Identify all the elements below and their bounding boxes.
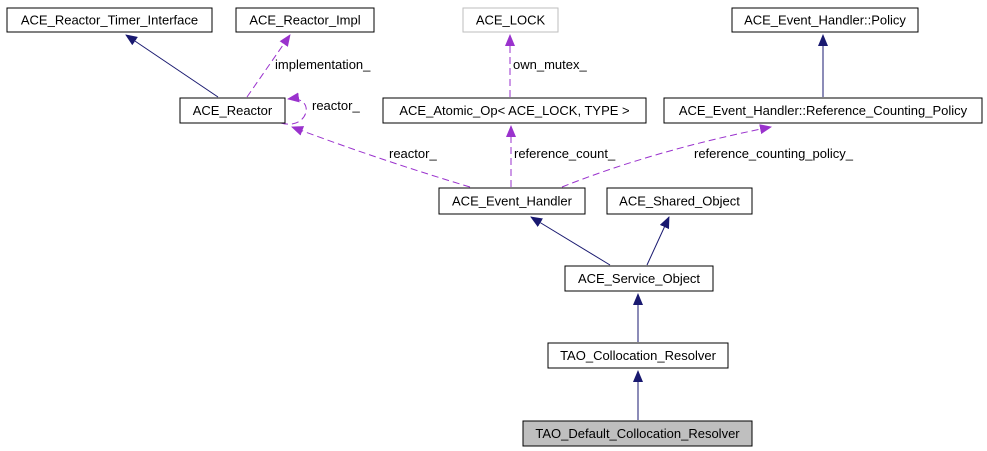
node-box[interactable] [663, 97, 983, 124]
node-ace-atomic-op[interactable]: ACE_Atomic_Op< ACE_LOCK, TYPE > [382, 97, 647, 124]
edge-reactor-to-reactorimpl [246, 34, 291, 98]
edge-label-reference-count: reference_count_ [514, 146, 616, 161]
node-label[interactable]: ACE_Event_Handler [452, 193, 573, 208]
edge-label-implementation: implementation_ [275, 57, 371, 72]
node-tao-default-collocation-resolver: TAO_Default_Collocation_Resolver [522, 420, 753, 447]
node-tao-collocation-resolver[interactable]: TAO_Collocation_Resolver [547, 342, 729, 369]
edge-serviceobject-to-sharedobject [646, 216, 670, 266]
node-label[interactable]: ACE_Reactor [193, 103, 273, 118]
edge-labels: implementation_ own_mutex_ reactor_ reac… [275, 57, 854, 161]
node-ace-lock: ACE_LOCK [462, 7, 559, 33]
edge-serviceobject-to-eventhandler [530, 216, 611, 266]
node-box[interactable] [235, 7, 375, 33]
node-label[interactable]: ACE_Event_Handler::Reference_Counting_Po… [679, 103, 968, 118]
edge-label-reference-counting-policy: reference_counting_policy_ [694, 146, 854, 161]
node-label[interactable]: ACE_Shared_Object [619, 193, 740, 208]
node-ace-event-handler-policy[interactable]: ACE_Event_Handler::Policy [731, 7, 919, 33]
node-label: ACE_LOCK [476, 12, 546, 27]
node-label[interactable]: ACE_Atomic_Op< ACE_LOCK, TYPE > [399, 103, 629, 118]
node-box[interactable] [438, 187, 586, 215]
node-label: TAO_Default_Collocation_Resolver [535, 426, 740, 441]
node-ace-shared-object[interactable]: ACE_Shared_Object [606, 187, 753, 215]
node-ace-service-object[interactable]: ACE_Service_Object [564, 265, 714, 292]
edge-label-own-mutex: own_mutex_ [513, 57, 587, 72]
node-ace-event-handler[interactable]: ACE_Event_Handler [438, 187, 586, 215]
edge-label-reactor-self: reactor_ [312, 98, 360, 113]
edge-reactor-self-loop [280, 92, 307, 125]
inheritance-edges [125, 34, 828, 420]
node-box[interactable] [606, 187, 753, 215]
node-label[interactable]: ACE_Reactor_Impl [249, 12, 360, 27]
usage-edges [246, 34, 772, 188]
node-box [462, 7, 559, 33]
node-box[interactable] [6, 7, 213, 33]
node-label[interactable]: ACE_Event_Handler::Policy [744, 12, 906, 27]
node-box[interactable] [547, 342, 729, 369]
node-ace-reactor[interactable]: ACE_Reactor [179, 97, 286, 124]
node-box[interactable] [382, 97, 647, 124]
node-label[interactable]: ACE_Reactor_Timer_Interface [21, 12, 198, 27]
node-box [522, 420, 753, 447]
edge-label-reactor: reactor_ [389, 146, 437, 161]
node-box[interactable] [564, 265, 714, 292]
edge-eventhandler-to-reactor [291, 126, 471, 188]
node-ace-reactor-impl[interactable]: ACE_Reactor_Impl [235, 7, 375, 33]
node-box[interactable] [179, 97, 286, 124]
node-label[interactable]: ACE_Service_Object [578, 271, 700, 286]
edge-eventhandler-to-refcountpolicy [561, 124, 772, 188]
node-label[interactable]: TAO_Collocation_Resolver [560, 348, 716, 363]
node-ace-event-handler-reference-counting-policy[interactable]: ACE_Event_Handler::Reference_Counting_Po… [663, 97, 983, 124]
node-ace-reactor-timer-interface[interactable]: ACE_Reactor_Timer_Interface [6, 7, 213, 33]
edge-reactor-to-timer-interface [125, 34, 219, 98]
node-box[interactable] [731, 7, 919, 33]
